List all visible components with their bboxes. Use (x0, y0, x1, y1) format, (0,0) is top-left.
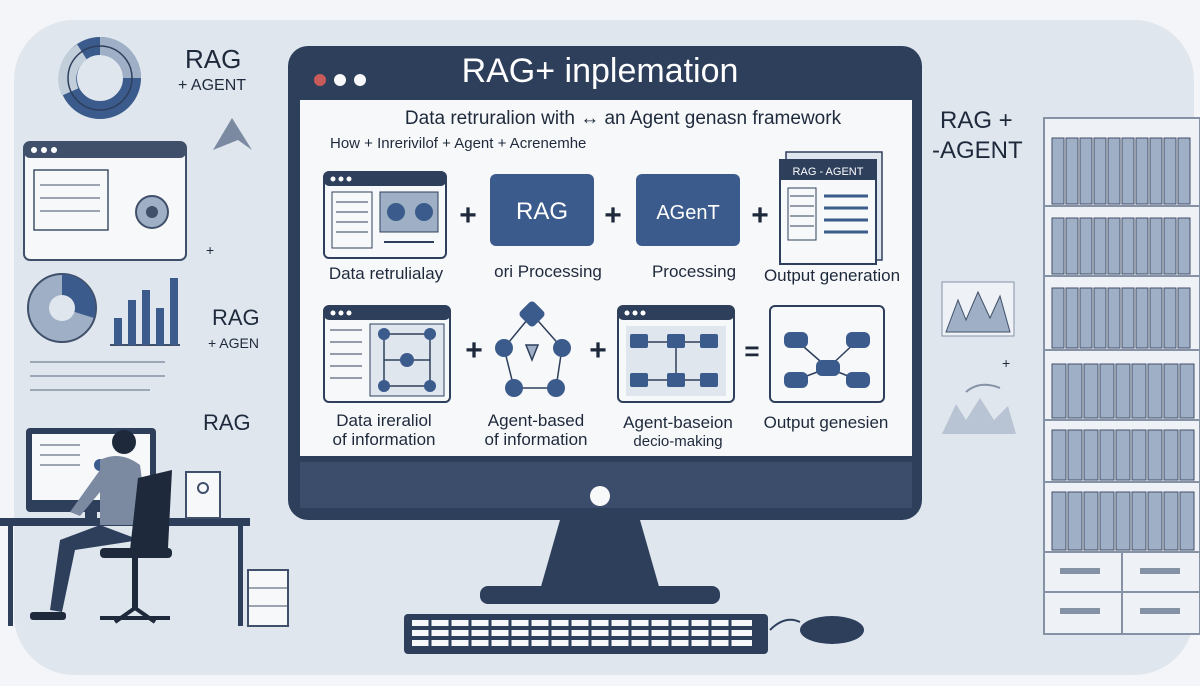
power-button-icon (590, 486, 610, 506)
plus-sign-right: + (1002, 355, 1010, 371)
row2-label-1a: Data ireraliol (336, 411, 431, 430)
row2-label-2a: Agent-based (488, 411, 584, 430)
doc-header-label: RAG - AGENT (793, 166, 864, 178)
decision-window (617, 305, 735, 403)
right-agent-label: -AGENT (932, 137, 1023, 164)
agent-node-graph (495, 301, 571, 397)
output-graph-window (769, 305, 885, 403)
maximize-dot-icon (354, 74, 366, 86)
monitor-stand (540, 520, 660, 590)
plus-3: + (751, 199, 769, 232)
pie-chart-icon (27, 273, 97, 343)
bookshelf (1043, 117, 1200, 635)
plus-2: + (604, 199, 622, 232)
minimize-dot-icon (334, 74, 346, 86)
shape-icon (213, 118, 252, 150)
rag-box-label: RAG (516, 198, 568, 225)
row2-label-3a: Agent-baseion (623, 413, 733, 432)
right-rag-label: RAG + (940, 107, 1013, 134)
screen-subtitle-2: How + Inrerivilof + Agent + Acrenemhe (330, 135, 586, 152)
left-agent-label: + AGENT (178, 77, 246, 94)
row1-label-3: Processing (652, 262, 736, 281)
donut-chart-icon (58, 37, 141, 119)
desk-scene (0, 428, 289, 627)
mountain-chart-icon-2 (942, 383, 1016, 434)
row1-browser-icon (323, 171, 447, 259)
left-rag-label-3: RAG (203, 410, 251, 435)
rag-agent-document-icon (779, 151, 883, 265)
row2-label-4a: Output genesien (764, 413, 889, 432)
agent-box (636, 174, 740, 246)
row2-label-2b: of information (485, 430, 588, 449)
row1-label-4: Output generation (764, 266, 900, 285)
left-agent-label-2: + AGEN (208, 335, 259, 351)
row2-network-window (323, 305, 451, 403)
mountain-chart-icon (941, 281, 1015, 337)
monitor-title: RAG+ inplemation (462, 52, 739, 90)
agent-box-label: AGenT (656, 202, 719, 224)
left-rag-label-2: RAG (212, 305, 260, 330)
left-rag-label: RAG (185, 44, 241, 74)
text-lines (30, 361, 165, 391)
bar-chart-icon (110, 278, 180, 346)
close-dot-icon (314, 74, 326, 86)
left-browser-window (23, 141, 187, 261)
equals-sign: = (744, 336, 759, 366)
row1-label-2: ori Processing (494, 262, 602, 281)
keyboard (404, 614, 768, 654)
mouse-icon (769, 616, 864, 644)
plus-sign: + (206, 242, 214, 258)
plus-5: + (589, 334, 607, 367)
plus-4: + (465, 334, 483, 367)
row1-label-1: Data retrulialay (329, 264, 444, 283)
rag-box (490, 174, 594, 246)
plus-1: + (459, 199, 477, 232)
row2-label-1b: of information (333, 430, 436, 449)
screen-subtitle: Data retruralion with ↔ an Agent genasn … (405, 108, 842, 129)
row2-label-3b: decio-making (633, 433, 722, 450)
